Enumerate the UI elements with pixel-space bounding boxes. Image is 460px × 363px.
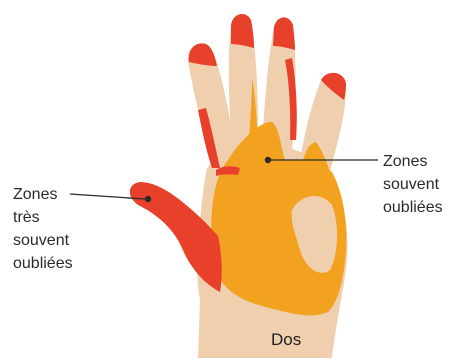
label-left-line: très: [13, 206, 73, 229]
marker-dot-thumb: [145, 196, 151, 202]
label-right-line: Zones: [383, 150, 443, 173]
label-often-forgotten: Zones souvent oubliées: [383, 150, 443, 219]
label-left-line: Zones: [13, 183, 73, 206]
hand: [130, 14, 348, 358]
label-right-line: souvent: [383, 173, 443, 196]
label-left-line: oubliées: [13, 252, 73, 275]
label-left-line: souvent: [13, 229, 73, 252]
label-back-of-hand: Dos: [271, 330, 301, 350]
label-very-often-forgotten: Zones très souvent oubliées: [13, 183, 73, 275]
label-right-line: oubliées: [383, 196, 443, 219]
